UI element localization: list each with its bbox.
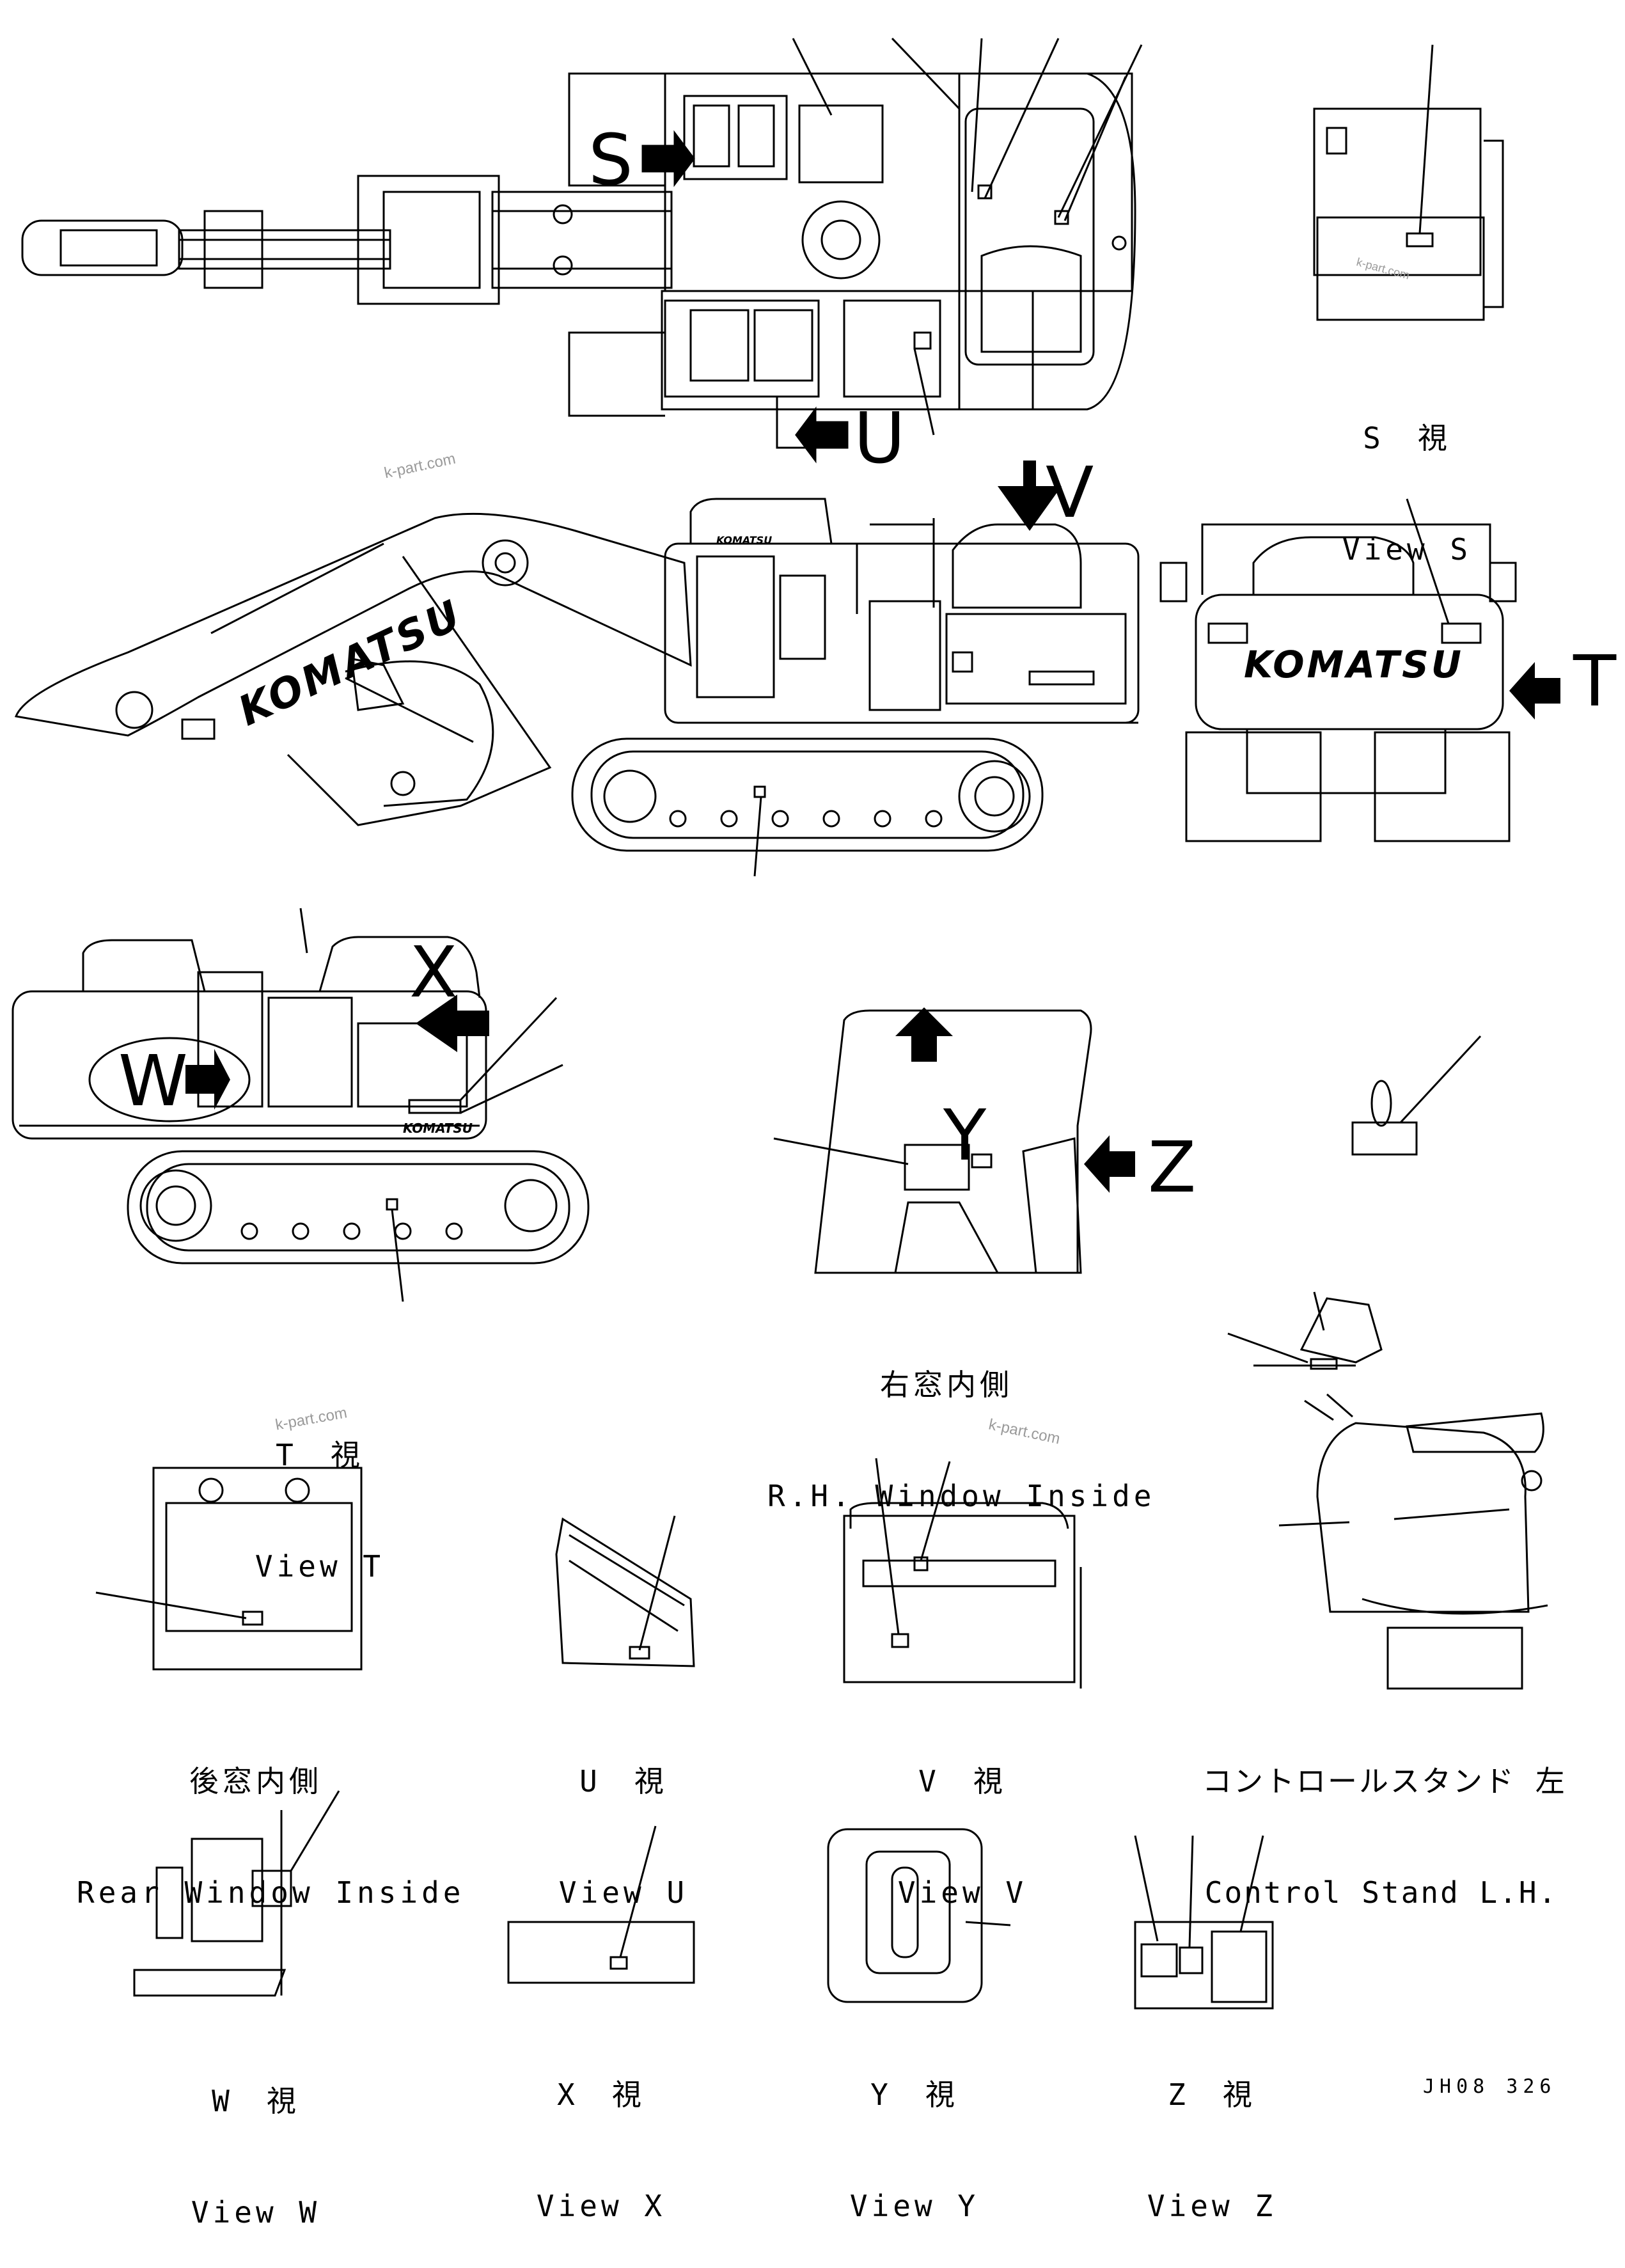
- view-t-title-en: View T: [255, 1549, 385, 1584]
- rear-view-machine: [1159, 498, 1560, 842]
- decal-icon-drawing: [1351, 1035, 1482, 1156]
- view-v-title-en: View V: [897, 1875, 1028, 1910]
- view-v-title-jp: V 視: [918, 1764, 1007, 1799]
- view-v-drawing: [843, 1458, 1082, 1689]
- control-stand-title: コントロールスタンド 左 Control Stand L.H.: [1202, 1689, 1567, 1948]
- view-z-title-jp: Z 視: [1168, 2077, 1256, 2112]
- view-s-title-en: View S: [1342, 532, 1472, 567]
- view-t-title: T 視 View T: [243, 1362, 396, 1622]
- callout-u: U: [854, 397, 906, 479]
- rh-window-drawing: [773, 1007, 1135, 1274]
- callout-x: X: [409, 931, 458, 1013]
- control-stand-title-jp: コントロールスタンド 左: [1202, 1764, 1567, 1799]
- view-t-title-jp: T 視: [276, 1438, 364, 1472]
- rear-window-title: 後窓内側 Rear Window Inside: [77, 1689, 465, 1948]
- view-s-drawing: [1313, 44, 1504, 321]
- view-u-drawing: [555, 1515, 695, 1667]
- view-y-title: Y 視 View Y: [838, 2002, 991, 2262]
- drawing-code: JH08 326: [1423, 2075, 1557, 2098]
- view-u-title: U 視 View U: [547, 1689, 700, 1948]
- view-x-drawing: [507, 1825, 695, 1984]
- view-x-title: X 視 View X: [524, 2002, 678, 2262]
- rh-window-title-jp: 右窓内側: [880, 1367, 1013, 1402]
- view-z-title: Z 視 View Z: [1135, 2002, 1289, 2262]
- view-w-drawing: [133, 1790, 340, 1997]
- parts-diagram-sheet: KOMATSU KOMATSU KOMATSU KOMATSU S U V T …: [12, 37, 1617, 2230]
- callout-z: Z: [1148, 1126, 1197, 1208]
- diagram-drawing: [12, 37, 1560, 2010]
- view-v-title: V 視 View V: [886, 1689, 1039, 1948]
- view-z-title-en: View Z: [1147, 2189, 1277, 2223]
- view-w-title: W 視 View W: [179, 2008, 333, 2268]
- rh-window-title-en: R.H. Window Inside: [767, 1479, 1156, 1513]
- view-y-title-jp: Y 視: [870, 2077, 959, 2112]
- view-s-title-jp: S 視: [1363, 421, 1451, 455]
- top-view-machine: [21, 72, 1136, 449]
- callout-s: S: [588, 119, 633, 201]
- callout-w: W: [118, 1040, 188, 1122]
- view-t-drawing: [12, 908, 590, 1302]
- callout-t: T: [1573, 640, 1617, 722]
- view-y-drawing: [827, 1828, 1011, 2003]
- brand-rear: KOMATSU: [1244, 643, 1464, 686]
- view-x-title-en: View X: [536, 2189, 666, 2223]
- view-w-title-jp: W 視: [212, 2084, 300, 2118]
- view-s-title: S 視 View S: [1330, 345, 1484, 605]
- side-view-machine: [14, 461, 1140, 877]
- rear-window-title-en: Rear Window Inside: [77, 1875, 465, 1910]
- view-w-title-en: View W: [191, 2195, 321, 2230]
- view-x-title-jp: X 視: [557, 2077, 645, 2112]
- view-u-title-jp: U 視: [579, 1764, 668, 1799]
- callout-v: V: [1046, 452, 1094, 533]
- brand-cab-top: KOMATSU: [716, 534, 773, 546]
- rh-window-title: 右窓内側 R.H. Window Inside: [767, 1292, 1156, 1552]
- control-stand-title-en: Control Stand L.H.: [1204, 1875, 1558, 1910]
- control-stand-drawing: [1227, 1291, 1548, 1690]
- view-u-title-en: View U: [558, 1875, 689, 1910]
- rear-window-drawing: [95, 1467, 363, 1671]
- view-z-drawing: [1134, 1835, 1274, 2010]
- rear-window-title-jp: 後窓内側: [189, 1764, 322, 1799]
- top-view-leaders: [641, 37, 1143, 464]
- view-y-title-en: View Y: [849, 2189, 980, 2223]
- brand-view-t: KOMATSU: [403, 1121, 473, 1136]
- callout-y: Y: [943, 1094, 987, 1176]
